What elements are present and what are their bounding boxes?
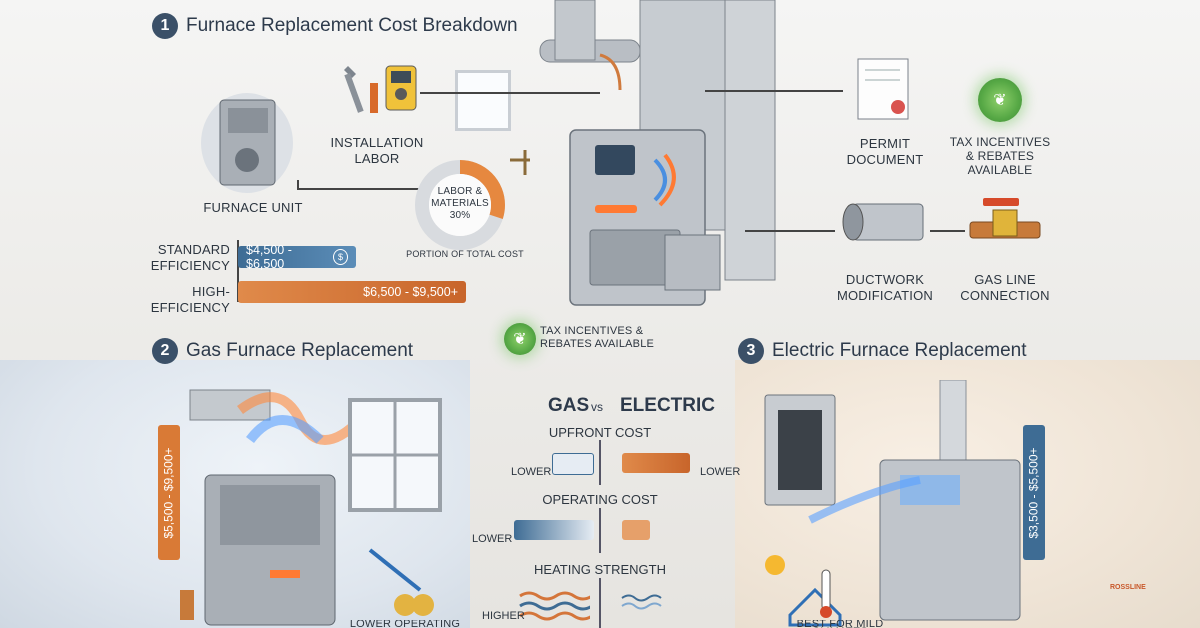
- gas-price-bar: $5,500 - $9,500+: [158, 425, 180, 560]
- labor-materials-pie: [415, 160, 505, 250]
- standard-range-value: $4,500 - $6,500: [246, 243, 292, 271]
- connector-line: [297, 188, 427, 190]
- compare-electric-heading: ELECTRIC: [620, 395, 715, 416]
- standard-range-bar: $4,500 - $6,500 $: [238, 243, 356, 271]
- tools-icon: [344, 65, 417, 113]
- connector-line: [705, 90, 843, 92]
- gas-furnace-illustration: [180, 389, 442, 626]
- electric-heat-waves: [621, 594, 662, 610]
- leaf-icon: ❦: [504, 323, 536, 355]
- section-3-title: Electric Furnace Replacement: [772, 340, 1027, 361]
- electric-price-bar: $3,500 - $5,500+: [1023, 425, 1045, 560]
- gas-upfront-lower: LOWER: [511, 466, 552, 478]
- electric-furnace-illustration: [764, 380, 1021, 627]
- compare-divider: [599, 508, 601, 553]
- gas-upfront-bar: [552, 453, 594, 475]
- electric-bottom-caption: BEST FOR MILD CLIMATES: [796, 620, 884, 628]
- high-efficiency-label: HIGH-EFFICIENCY: [150, 284, 230, 315]
- operating-cost-heading: OPERATING COST: [542, 492, 658, 507]
- section-2-title: Gas Furnace Replacement: [186, 340, 414, 361]
- logo-text: ROSSLINE: [1110, 583, 1146, 591]
- furnace-unit-label: FURNACE UNIT: [203, 200, 303, 215]
- furnace-unit-icon: [201, 93, 293, 193]
- pie-caption: PORTION OF TOTAL COST: [406, 249, 524, 259]
- electric-upfront-bar: [622, 453, 690, 473]
- gas-heat-waves: [519, 591, 590, 621]
- leaf-icon: ❦: [978, 78, 1022, 122]
- gas-line-label: GAS LINE CONNECTION: [960, 272, 1050, 303]
- logo: ROSSLINE: [1110, 577, 1156, 597]
- ductwork-label: DUCTWORK MODIFICATION: [836, 272, 934, 303]
- permit-document-label: PERMIT DOCUMENT: [846, 136, 924, 167]
- step-3-badge: 3: [738, 338, 764, 364]
- gas-operating-bar: [514, 520, 594, 540]
- gas-bottom-caption: LOWER OPERATING: [349, 620, 461, 628]
- axis-line: [237, 240, 239, 302]
- gas-price-value: $5,500 - $9,500+: [162, 446, 177, 539]
- section-1-title: Furnace Replacement Cost Breakdown: [186, 15, 518, 36]
- electric-price-value: $3,500 - $5,500+: [1027, 446, 1042, 539]
- electric-operating-bar: [622, 520, 650, 540]
- step-1-badge: 1: [152, 13, 178, 39]
- connector-line: [420, 92, 600, 94]
- permit-document-icon: [857, 58, 909, 120]
- duct-pipe-icon: [842, 203, 924, 241]
- gas-valve-icon: [969, 198, 1041, 239]
- gas-operating-lower: LOWER: [472, 533, 513, 545]
- standard-efficiency-label: STANDARD EFFICIENCY: [150, 242, 230, 273]
- upfront-cost-heading: UPFRONT COST: [548, 425, 652, 440]
- compare-divider: [599, 578, 601, 628]
- furnace-illustration: [510, 0, 776, 306]
- tax-incentives-label: TAX INCENTIVES & REBATES AVAILABLE: [949, 135, 1051, 177]
- heating-strength-heading: HEATING STRENGTH: [534, 562, 666, 577]
- center-incentives-label: TAX INCENTIVES & REBATES AVAILABLE: [540, 325, 655, 350]
- electric-upfront-lower: LOWER: [700, 466, 741, 478]
- compare-vs: vs: [591, 400, 603, 414]
- wall-window: [455, 70, 511, 131]
- connector-line: [930, 230, 965, 232]
- connector-line: [297, 180, 299, 188]
- gas-heating-higher: HIGHER: [482, 610, 525, 622]
- high-range-bar: $6,500 - $9,500+: [238, 281, 466, 303]
- high-range-value: $6,500 - $9,500+: [363, 285, 458, 299]
- step-2-badge: 2: [152, 338, 178, 364]
- connector-line: [745, 230, 835, 232]
- coin-icon: $: [333, 249, 348, 265]
- compare-gas-heading: GAS: [548, 395, 590, 416]
- pie-center-label: LABOR & MATERIALS 30%: [431, 186, 489, 221]
- compare-divider: [599, 440, 601, 485]
- installation-labor-label: INSTALLATION LABOR: [330, 135, 424, 166]
